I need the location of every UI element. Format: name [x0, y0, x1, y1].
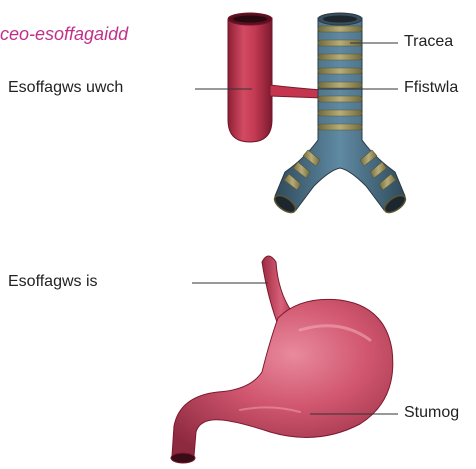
label-trachea: Tracea [404, 33, 453, 51]
label-stomach: Stumog [404, 404, 459, 422]
upper-esophagus-shape [228, 13, 272, 142]
fistula-shape [270, 85, 322, 98]
label-lower-esophagus: Esoffagws is [8, 273, 98, 291]
figure-title: ceo-esoffagaidd [0, 24, 128, 45]
label-upper-esophagus: Esoffagws uwch [8, 79, 123, 97]
label-fistula: Ffistwla [404, 79, 458, 97]
stomach-shape [171, 256, 393, 463]
